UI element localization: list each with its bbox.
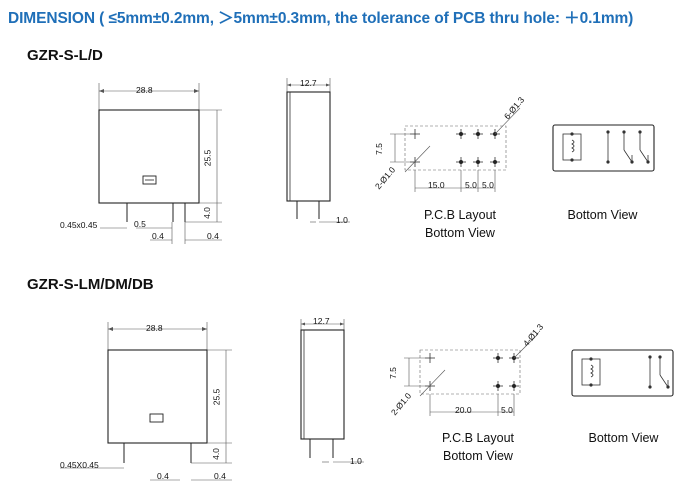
- pcb1-caption-line2: Bottom View: [425, 226, 495, 240]
- dimension-header: DIMENSION ( ≤5mm±0.2mm, ＞5mm±0.3mm, the …: [8, 10, 634, 27]
- side2-width-label: 12.7: [313, 316, 330, 326]
- front2-t1-label: 0.4: [157, 471, 169, 481]
- front2-width-label: 28.8: [146, 323, 163, 333]
- front1-gap-label: 0.5: [134, 219, 146, 229]
- pcb2-caption-line2: Bottom View: [443, 449, 513, 463]
- front1-t2-label: 0.4: [207, 231, 219, 241]
- section-title-2: GZR-S-LM/DM/DB: [27, 276, 154, 293]
- front1-pinw-label: 0.45x0.45: [60, 220, 98, 230]
- front1-t1-label: 0.4: [152, 231, 164, 241]
- front2-pinw-label: 0.45X0.45: [60, 460, 99, 470]
- bottom2-caption: Bottom View: [588, 431, 659, 445]
- pcb2-caption-line1: P.C.B Layout: [441, 431, 515, 445]
- pcb1-s3-label: 5.0: [482, 180, 494, 190]
- bottom1-caption: Bottom View: [567, 208, 638, 222]
- pcb2-s1-label: 20.0: [455, 405, 472, 415]
- pcb1-s1-label: 15.0: [428, 180, 445, 190]
- front1-width-label: 28.8: [136, 85, 153, 95]
- front2-t2-label: 0.4: [214, 471, 226, 481]
- side1-pinoff-label: 1.0: [336, 215, 348, 225]
- side1-width-label: 12.7: [300, 78, 317, 88]
- pcb2-s2-label: 5.0: [501, 405, 513, 415]
- section-title-1: GZR-S-L/D: [27, 47, 103, 64]
- pcb1-s2-label: 5.0: [465, 180, 477, 190]
- pcb1-caption-line1: P.C.B Layout: [423, 208, 497, 222]
- side2-pinoff-label: 1.0: [350, 456, 362, 466]
